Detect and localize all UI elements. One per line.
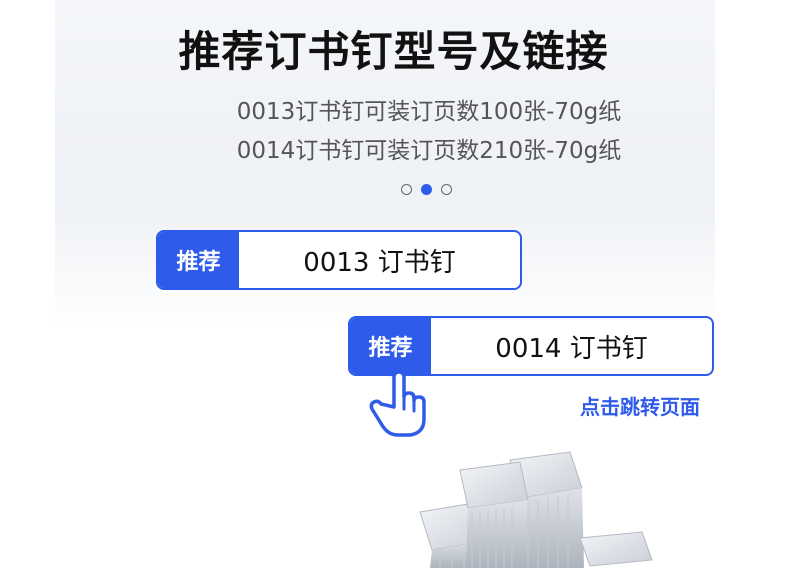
recommend-label: 0014 订书钉 [495, 333, 648, 364]
page-title: 推荐订书钉型号及链接 [178, 27, 609, 76]
carousel-dot-2-active[interactable] [421, 184, 432, 195]
description-0014: 0014订书钉可装订页数210张-70g纸 [236, 138, 622, 164]
staples-image [419, 451, 653, 568]
recommend-link-0013[interactable]: 推荐 0013 订书钉 [156, 230, 522, 290]
recommend-badge: 推荐 [158, 232, 239, 288]
carousel-indicator [401, 184, 452, 195]
hand-pointer-icon [369, 363, 426, 437]
description-0013: 0013订书钉可装订页数100张-70g纸 [236, 99, 622, 125]
recommend-link-0014[interactable]: 推荐 0014 订书钉 [348, 316, 714, 376]
carousel-dot-1[interactable] [401, 184, 412, 195]
jump-hint: 点击跳转页面 [580, 395, 700, 419]
recommend-label: 0013 订书钉 [303, 247, 456, 278]
carousel-dot-3[interactable] [441, 184, 452, 195]
